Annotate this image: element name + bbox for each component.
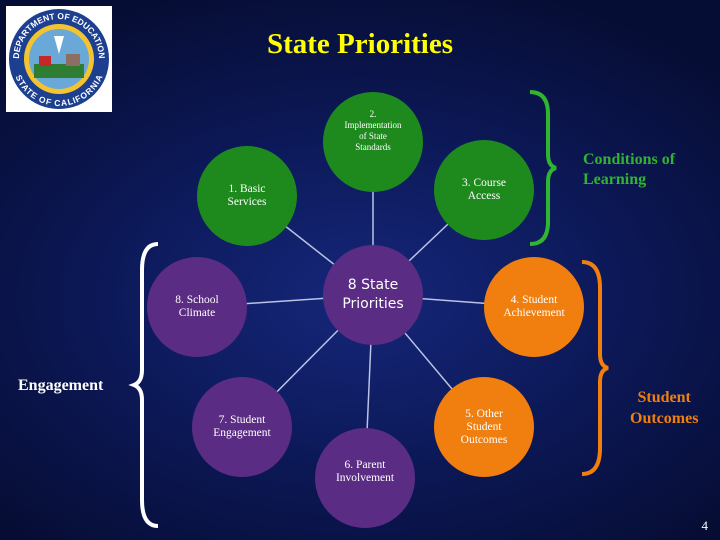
priority-4-label: 4. Student Achievement bbox=[503, 294, 565, 319]
engagement-label: Engagement bbox=[18, 377, 104, 394]
engagement-bracket bbox=[128, 242, 159, 528]
page-number: 4 bbox=[701, 518, 709, 533]
priority-7-label: 7. Student Engagement bbox=[213, 414, 271, 439]
priority-3-course-access: 3. Course Access bbox=[434, 140, 534, 240]
priority-1-label: 1. Basic Services bbox=[227, 183, 267, 208]
priority-8-school-climate: 8. School Climate bbox=[147, 257, 247, 357]
center-label: 8 State Priorities bbox=[342, 277, 404, 312]
priority-6-label: 6. Parent Involvement bbox=[335, 459, 395, 484]
center-circle: 8 State Priorities bbox=[323, 245, 423, 345]
priority-8-label: 8. School Climate bbox=[175, 294, 219, 319]
priority-7-student-engagement: 7. Student Engagement bbox=[192, 377, 292, 477]
priority-5-other-outcomes: 5. Other Student Outcomes bbox=[434, 377, 534, 477]
conditions-bracket bbox=[529, 90, 557, 246]
priority-2-label: 2. Implementation of State Standards bbox=[344, 109, 402, 152]
page-title: State Priorities bbox=[266, 28, 453, 60]
outcomes-bracket bbox=[581, 260, 609, 476]
priority-5-label: 5. Other Student Outcomes bbox=[460, 407, 508, 446]
priority-1-basic-services: 1. Basic Services bbox=[197, 146, 297, 246]
priority-6-parent-involvement: 6. Parent Involvement bbox=[315, 428, 415, 528]
priority-4-student-achievement: 4. Student Achievement bbox=[484, 257, 584, 357]
student-outcomes-label: Student Outcomes bbox=[630, 389, 699, 427]
conditions-of-learning-label: Conditions of Learning bbox=[583, 151, 676, 188]
priority-3-label: 3. Course Access bbox=[461, 177, 507, 202]
priority-2-implementation: 2. Implementation of State Standards bbox=[323, 92, 423, 192]
department-of-education-seal: DEPARTMENT OF EDUCATION STATE OF CALIFOR… bbox=[6, 6, 112, 112]
